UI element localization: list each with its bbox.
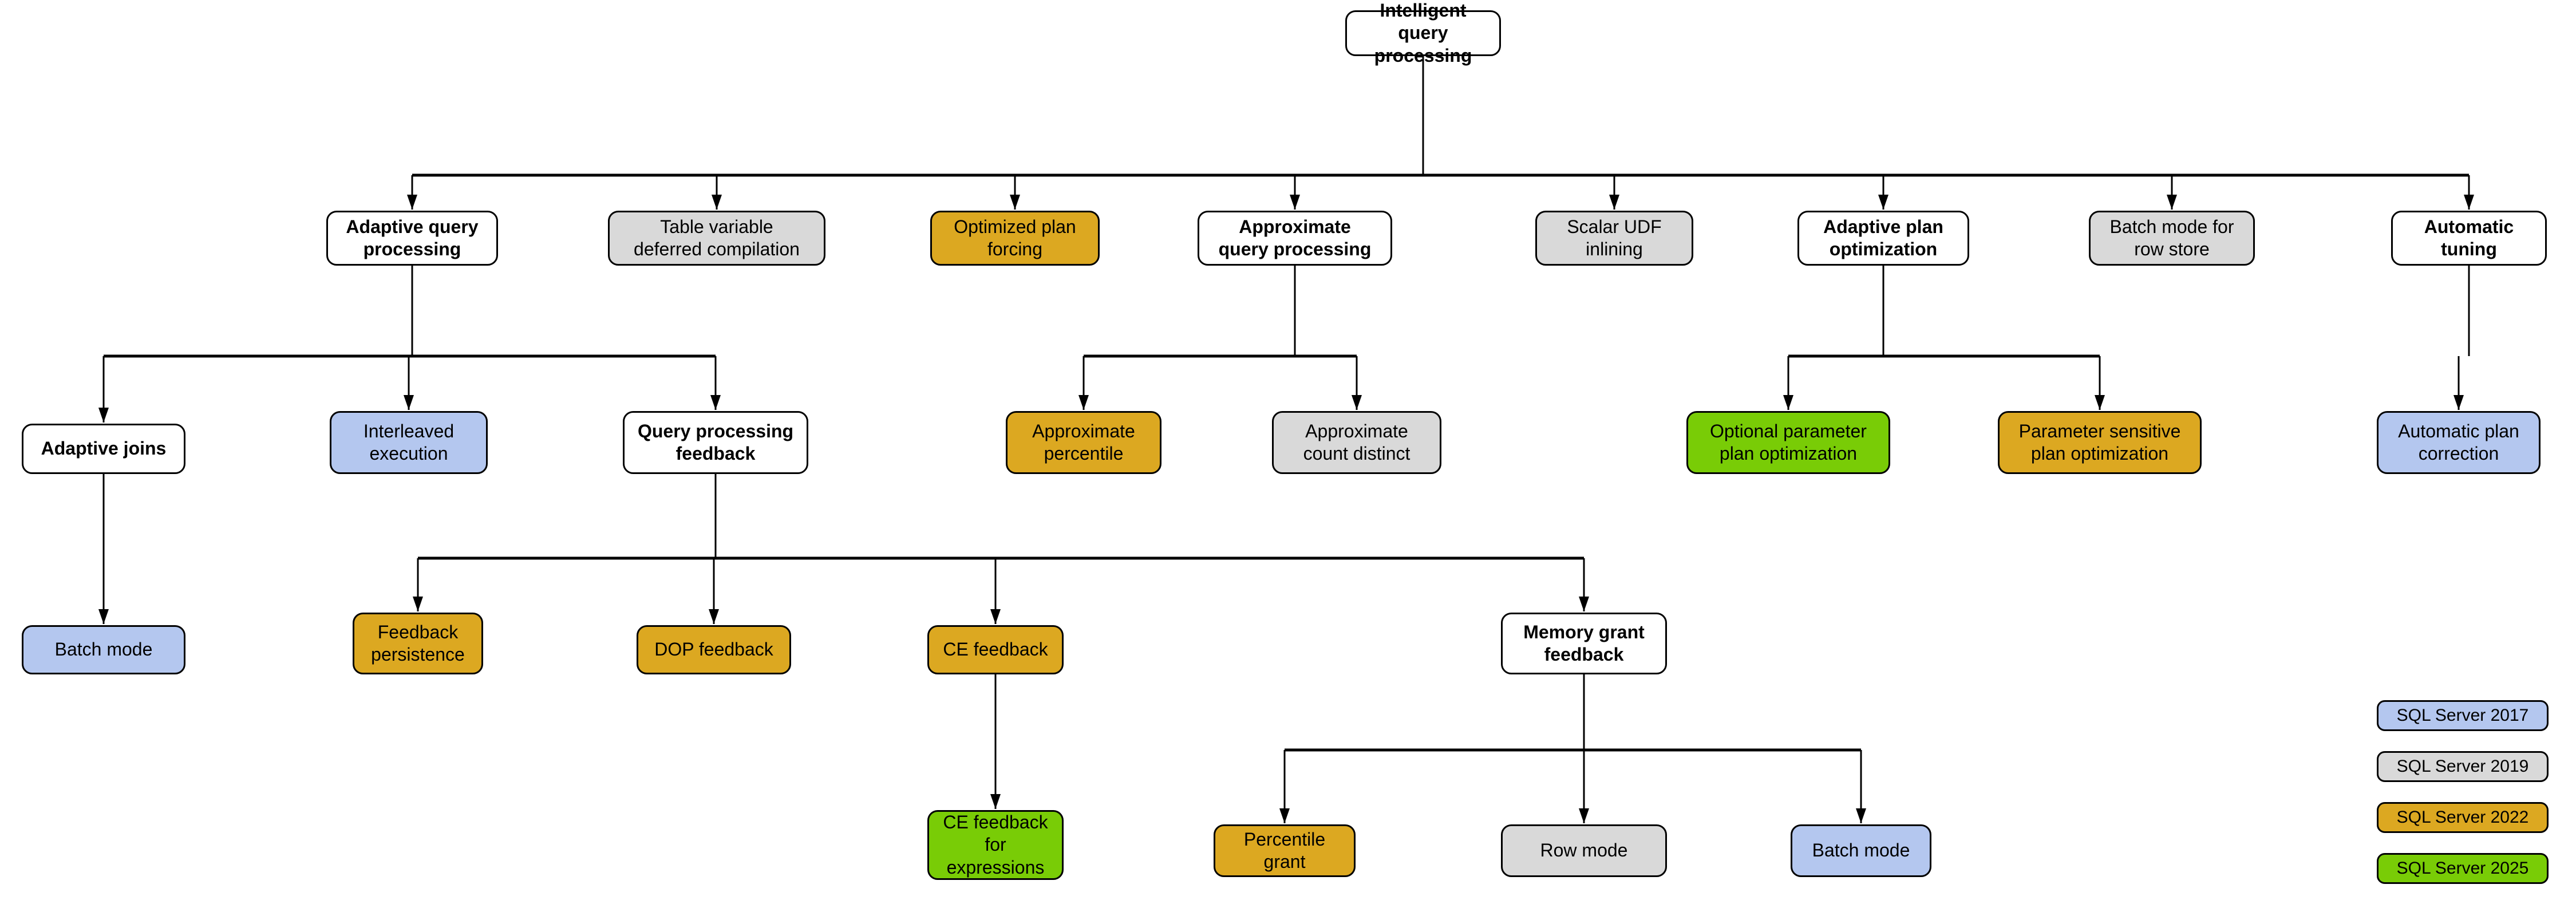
node-row-mode[interactable]: Row mode <box>1501 824 1667 877</box>
legend-label: SQL Server 2019 <box>2396 757 2529 776</box>
legend-label: SQL Server 2025 <box>2396 859 2529 878</box>
node-feedback-persistence[interactable]: Feedback persistence <box>353 613 483 674</box>
legend-item-sql-server-2019: SQL Server 2019 <box>2377 751 2549 782</box>
node-label: Optional parameter plan optimization <box>1710 420 1867 464</box>
node-label: Table variable deferred compilation <box>634 216 800 259</box>
legend-label: SQL Server 2022 <box>2396 808 2529 827</box>
node-percentile-grant[interactable]: Percentile grant <box>1214 824 1356 877</box>
node-automatic-tuning[interactable]: Automatic tuning <box>2391 211 2547 266</box>
node-label: DOP feedback <box>654 639 773 660</box>
node-label: Percentile grant <box>1243 828 1326 872</box>
node-label: Query processing feedback <box>637 420 794 464</box>
node-scalar-udf-inlining[interactable]: Scalar UDF inlining <box>1535 211 1693 266</box>
node-parameter-sensitive-plan-optimization[interactable]: Parameter sensitive plan optimization <box>1998 411 2202 474</box>
node-label: Batch mode <box>54 639 153 660</box>
node-label: Adaptive plan optimization <box>1823 216 1943 259</box>
node-table-variable-deferred-compilation[interactable]: Table variable deferred compilation <box>608 211 825 266</box>
node-label: Optimized plan forcing <box>954 216 1076 259</box>
node-batch-mode[interactable]: Batch mode <box>1791 824 1931 877</box>
node-label: Adaptive joins <box>41 438 167 459</box>
node-intelligent-query-processing[interactable]: Intelligent query processing <box>1345 0 1501 66</box>
node-ce-feedback-for-expressions[interactable]: CE feedback for expressions <box>927 810 1064 880</box>
node-label: Approximate query processing <box>1218 216 1372 259</box>
node-query-processing-feedback[interactable]: Query processing feedback <box>623 411 808 474</box>
node-approximate-query-processing[interactable]: Approximate query processing <box>1198 211 1392 266</box>
node-approximate-count-distinct[interactable]: Approximate count distinct <box>1272 411 1441 474</box>
node-label: Automatic plan correction <box>2398 420 2519 464</box>
node-optimized-plan-forcing[interactable]: Optimized plan forcing <box>930 211 1100 266</box>
node-dop-feedback[interactable]: DOP feedback <box>637 625 791 674</box>
node-automatic-plan-correction[interactable]: Automatic plan correction <box>2377 411 2541 474</box>
node-label: Feedback persistence <box>371 621 465 665</box>
node-adaptive-plan-optimization[interactable]: Adaptive plan optimization <box>1797 211 1969 266</box>
node-batch-mode-for-row-store[interactable]: Batch mode for row store <box>2089 211 2255 266</box>
node-batch-mode[interactable]: Batch mode <box>22 625 185 674</box>
node-label: Batch mode <box>1812 840 1910 861</box>
node-label: Adaptive query processing <box>346 216 479 259</box>
node-label: CE feedback for expressions <box>943 812 1048 878</box>
node-label: Approximate percentile <box>1032 420 1135 464</box>
node-interleaved-execution[interactable]: Interleaved execution <box>330 411 488 474</box>
node-label: CE feedback <box>943 639 1048 660</box>
node-label: Parameter sensitive plan optimization <box>2018 420 2181 464</box>
node-label: Intelligent query processing <box>1374 0 1472 66</box>
node-label: Automatic tuning <box>2424 216 2514 259</box>
node-approximate-percentile[interactable]: Approximate percentile <box>1006 411 1161 474</box>
node-optional-parameter-plan-optimization[interactable]: Optional parameter plan optimization <box>1686 411 1890 474</box>
node-label: Row mode <box>1540 840 1628 861</box>
legend-item-sql-server-2025: SQL Server 2025 <box>2377 853 2549 884</box>
node-label: Approximate count distinct <box>1303 420 1411 464</box>
node-ce-feedback[interactable]: CE feedback <box>927 625 1064 674</box>
node-label: Scalar UDF inlining <box>1567 216 1662 259</box>
node-label: Interleaved execution <box>363 420 455 464</box>
node-label: Memory grant feedback <box>1523 621 1645 665</box>
legend-label: SQL Server 2017 <box>2396 706 2529 725</box>
node-adaptive-query-processing[interactable]: Adaptive query processing <box>326 211 498 266</box>
node-memory-grant-feedback[interactable]: Memory grant feedback <box>1501 613 1667 674</box>
node-label: Batch mode for row store <box>2109 216 2234 259</box>
legend-item-sql-server-2022: SQL Server 2022 <box>2377 802 2549 833</box>
node-adaptive-joins[interactable]: Adaptive joins <box>22 424 185 474</box>
legend-item-sql-server-2017: SQL Server 2017 <box>2377 700 2549 731</box>
